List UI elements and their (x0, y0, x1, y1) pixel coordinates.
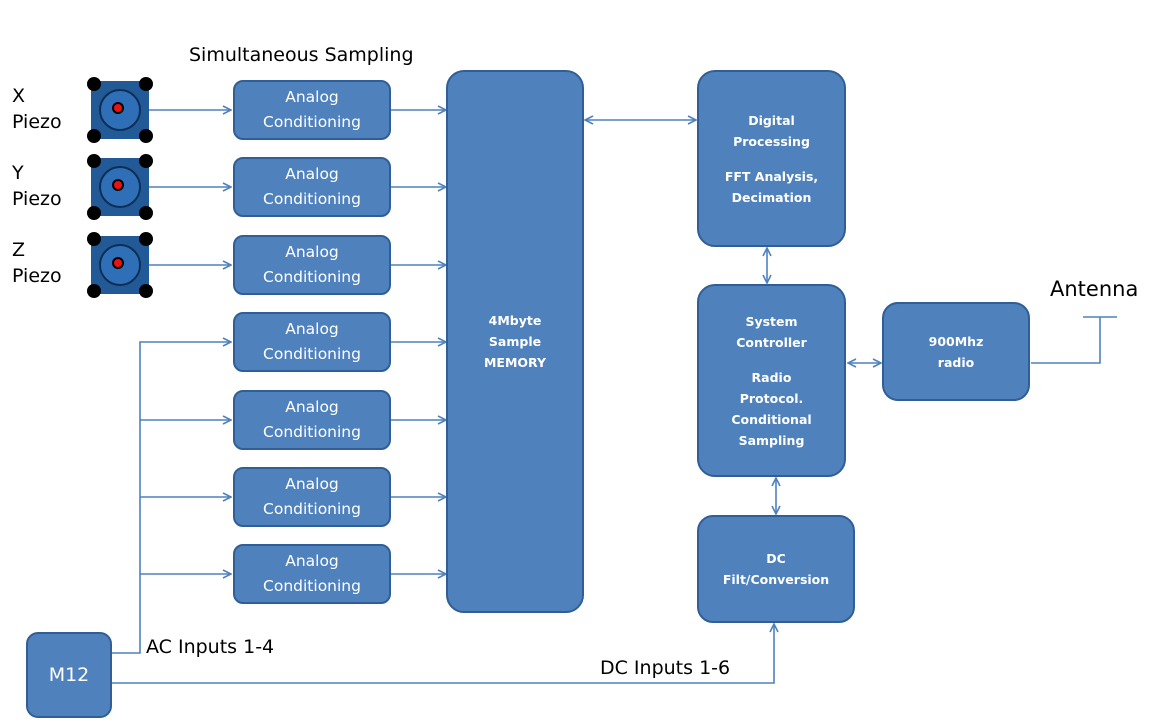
piezo-y-axis-label: Y (12, 162, 24, 184)
block-line: Conditioning (263, 268, 361, 286)
block-line: Controller (736, 334, 807, 350)
sample-memory-block: 4Mbyte Sample MEMORY (446, 70, 584, 613)
block-line: Processing (733, 133, 810, 149)
block-line: Conditioning (263, 577, 361, 595)
block-line: Analog (285, 320, 339, 338)
diagram-title: Simultaneous Sampling (189, 44, 414, 66)
x-piezo-sensor-icon (87, 77, 153, 143)
analog-conditioning-block-5: Analog Conditioning (233, 390, 391, 450)
y-piezo-sensor-icon (87, 154, 153, 220)
block-line: Sample (488, 334, 542, 349)
block-line: DC (766, 551, 786, 566)
block-line: MEMORY (483, 355, 547, 370)
block-line: 4Mbyte (488, 313, 542, 328)
block-line: Decimation (731, 189, 812, 205)
block-line: Analog (285, 243, 339, 261)
dc-inputs-label: DC Inputs 1-6 (600, 657, 731, 679)
block-line: Analog (285, 398, 339, 416)
block-line: Conditioning (263, 423, 361, 441)
block-line: Conditional (731, 411, 812, 427)
analog-conditioning-block-2: Analog Conditioning (233, 157, 391, 217)
block-line: Analog (285, 88, 339, 106)
analog-conditioning-block-3: Analog Conditioning (233, 235, 391, 295)
block-line: radio (937, 354, 975, 370)
block-line: Conditioning (263, 500, 361, 518)
piezo-z-label: Piezo (12, 265, 62, 287)
system-controller-block: System Controller Radio Protocol. Condit… (697, 284, 846, 477)
block-line: 900Mhz (928, 333, 984, 349)
block-line: Conditioning (263, 113, 361, 131)
digital-processing-block: Digital Processing FFT Analysis, Decimat… (697, 70, 846, 247)
block-line: Protocol. (739, 390, 804, 406)
block-line: Radio (751, 369, 792, 385)
block-line: Analog (285, 552, 339, 570)
analog-conditioning-block-6: Analog Conditioning (233, 467, 391, 527)
block-line: Conditioning (263, 345, 361, 363)
analog-conditioning-block-1: Analog Conditioning (233, 80, 391, 140)
antenna-label: Antenna (1050, 277, 1139, 301)
block-line: Sampling (738, 432, 805, 448)
block-line: System (745, 313, 798, 329)
block-line: M12 (48, 664, 90, 686)
piezo-x-label: Piezo (12, 111, 62, 133)
block-line: FFT Analysis, (724, 168, 819, 184)
piezo-x-axis-label: X (12, 85, 26, 107)
m12-connector-block: M12 (26, 632, 112, 718)
analog-conditioning-block-4: Analog Conditioning (233, 312, 391, 372)
wire-dc-inputs (112, 624, 774, 684)
z-piezo-sensor-icon (87, 232, 153, 298)
piezo-z-axis-label: Z (12, 239, 26, 261)
block-line: Analog (285, 165, 339, 183)
block-line: Filt/Conversion (722, 572, 830, 587)
block-line: Conditioning (263, 190, 361, 208)
piezo-y-label: Piezo (12, 188, 62, 210)
ac-inputs-label: AC Inputs 1-4 (146, 636, 275, 658)
analog-conditioning-block-7: Analog Conditioning (233, 544, 391, 604)
radio-block: 900Mhz radio (882, 302, 1030, 401)
dc-filt-conversion-block: DC Filt/Conversion (697, 515, 855, 623)
wire-radio-antenna (1031, 317, 1101, 364)
block-line: Digital (748, 112, 795, 128)
block-line: Analog (285, 475, 339, 493)
